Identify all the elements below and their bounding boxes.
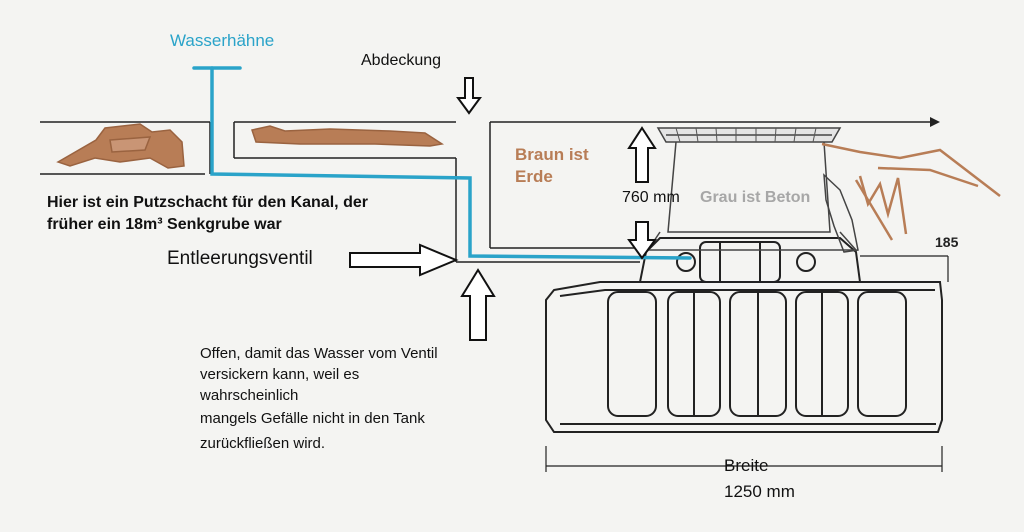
water-pipe — [192, 66, 692, 260]
arrow-depth-down — [627, 221, 657, 260]
tank — [545, 237, 943, 433]
width-value: 1250 mm — [724, 482, 795, 501]
soil-scribble-right — [821, 142, 1001, 241]
shaft-note-line2: früher ein 18m³ Senkgrube war — [47, 216, 282, 233]
water-taps-label: Wasserhähne — [170, 31, 275, 50]
drain-valve-label: Entleerungsventil — [167, 248, 313, 269]
soil-scribble-middle — [251, 125, 445, 147]
soil-scribble-left — [56, 123, 185, 169]
dimension-lines — [545, 255, 949, 472]
soil-legend-line2: Erde — [515, 167, 553, 186]
cover-ribs — [675, 127, 817, 143]
concrete-legend: Grau ist Beton — [700, 189, 811, 206]
ground-lines — [40, 121, 930, 263]
shaft-note-line1: Hier ist ein Putzschacht für den Kanal, … — [47, 194, 368, 211]
soil-legend-line1: Braun ist — [515, 145, 589, 164]
open-note-line5: zurückfließen wird. — [200, 435, 326, 452]
width-label: Breite — [724, 456, 769, 475]
open-note-line3: wahrscheinlich — [200, 387, 299, 404]
arrow-open — [460, 268, 496, 341]
cover-label: Abdeckung — [361, 52, 442, 69]
concrete-side — [823, 173, 859, 253]
open-note-line1: Offen, damit das Wasser vom Ventil — [200, 345, 438, 362]
open-note-line2: versickern kann, weil es — [200, 366, 360, 383]
dimension-185-label: 185 — [935, 234, 959, 250]
ground-arrow-head — [930, 117, 940, 127]
depth-label: 760 mm — [622, 189, 680, 206]
open-note-line4: mangels Gefälle nicht in den Tank — [200, 410, 425, 427]
arrow-depth-up — [627, 126, 657, 183]
arrow-valve — [349, 243, 459, 277]
arrow-cover — [456, 77, 482, 115]
